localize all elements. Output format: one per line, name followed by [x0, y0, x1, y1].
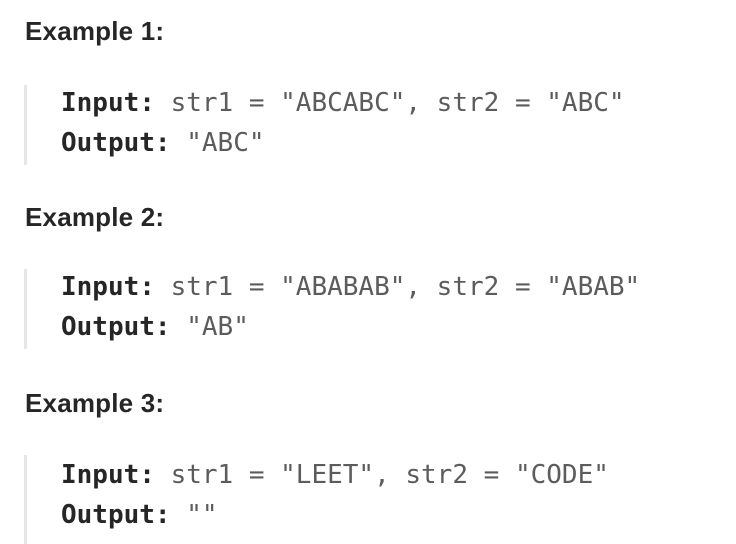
output-label: Output:	[61, 312, 171, 342]
input-line: Input: str1 = "ABCABC", str2 = "ABC"	[61, 85, 625, 121]
output-line: Output: "AB"	[61, 309, 249, 345]
output-value: "AB"	[186, 312, 249, 342]
output-label: Output:	[61, 128, 171, 158]
example-code-block: Input: str1 = "LEET", str2 = "CODE" Outp…	[24, 455, 717, 544]
input-value: str1 = "ABABAB", str2 = "ABAB"	[170, 272, 641, 302]
output-line: Output: "ABC"	[61, 125, 265, 161]
output-line: Output: ""	[61, 497, 218, 533]
input-label: Input:	[61, 88, 155, 118]
output-label: Output:	[61, 500, 171, 530]
input-label: Input:	[61, 460, 155, 490]
example-code-block: Input: str1 = "ABCABC", str2 = "ABC" Out…	[24, 85, 717, 165]
input-value: str1 = "LEET", str2 = "CODE"	[170, 460, 609, 490]
output-value: ""	[186, 500, 218, 530]
example-heading: Example 2:	[25, 202, 165, 232]
input-value: str1 = "ABCABC", str2 = "ABC"	[170, 88, 625, 118]
example-heading: Example 1:	[25, 16, 165, 46]
output-value: "ABC"	[186, 128, 265, 158]
input-line: Input: str1 = "ABABAB", str2 = "ABAB"	[61, 269, 640, 305]
example-heading: Example 3:	[25, 388, 165, 418]
example-code-block: Input: str1 = "ABABAB", str2 = "ABAB" Ou…	[24, 269, 717, 349]
input-line: Input: str1 = "LEET", str2 = "CODE"	[61, 457, 609, 493]
input-label: Input:	[61, 272, 155, 302]
